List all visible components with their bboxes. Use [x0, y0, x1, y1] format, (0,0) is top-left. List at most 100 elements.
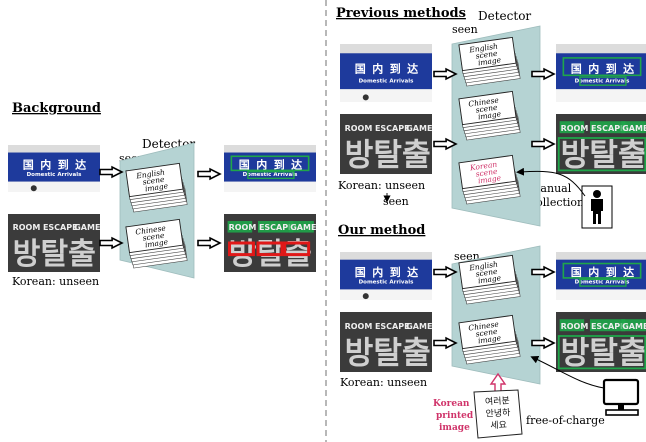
blue-sign-detected: 国内到达Domestic Arrivals: [556, 44, 646, 102]
wrong-detection-box: [256, 241, 284, 257]
chinese-char: 内: [588, 61, 599, 75]
chinese-char: 到: [606, 265, 617, 279]
word-detection-box: [621, 319, 646, 332]
chinese-char: 到: [606, 61, 617, 75]
english-word: GAME: [290, 223, 316, 232]
chinese-char: 国: [23, 159, 34, 172]
arrow-out-dark: [197, 236, 222, 250]
stack-label-line: scene: [475, 103, 498, 115]
english-word: ESCAPE: [375, 124, 410, 133]
blue-sign-detected: 国内到达Domestic Arrivals: [556, 252, 646, 300]
detector-label-prev: Detector: [478, 9, 531, 23]
monitor-stand: [618, 404, 624, 410]
blue-panel: [556, 259, 646, 290]
our-method-section: Our method seen Korean: unseen free-of-c…: [338, 223, 646, 439]
word-detection-box: [621, 121, 646, 134]
korean-sign-text: 방탈출: [345, 336, 431, 372]
korean-sign-text: 방탈출: [13, 237, 96, 272]
stack-label-line: scene: [475, 167, 498, 179]
blue-panel: [8, 152, 100, 182]
stack-label-line: image: [144, 237, 169, 249]
ceiling-strip: [340, 89, 432, 102]
stack-label-line: Chinese: [135, 223, 167, 236]
detection-box-english: [579, 278, 627, 287]
english-word: GAME: [74, 223, 100, 232]
korean-sign-text: 방탈출: [561, 138, 646, 174]
english-word: ROOM: [13, 223, 41, 232]
blue-panel: [224, 152, 316, 182]
english-sign-text: Domestic Arrivals: [243, 172, 299, 178]
blue-sign: 国内到达Domestic Arrivals: [340, 44, 432, 102]
word-detection-box: [257, 220, 294, 233]
monitor: [602, 378, 640, 406]
stack-label-line: image: [477, 173, 502, 185]
blue-panel: [340, 259, 432, 290]
korean-unseen-caption-prev: Korean: unseen: [338, 179, 425, 192]
stack-label-line: Korean: [468, 160, 497, 173]
stack-label-line: image: [477, 109, 502, 121]
arrow-in-dark-ours: [433, 336, 458, 350]
stack-label-line: image: [477, 273, 502, 285]
english-sign-text: Domestic Arrivals: [359, 280, 415, 286]
chinese-char: 国: [571, 62, 582, 75]
english-word: ESCAPE: [259, 223, 294, 232]
ceiling-strip: [556, 89, 646, 102]
word-detection-box: [589, 319, 626, 332]
arrow-out-blue-ours: [531, 265, 556, 279]
stack-top-sheet: [458, 36, 517, 72]
wrong-detection-box: [283, 241, 311, 257]
korean-detection-box: [557, 335, 646, 370]
up-arrow-korean: [489, 372, 507, 395]
stack-label-line: image: [144, 181, 169, 193]
english-word: GAME: [622, 322, 646, 331]
english-word: GAME: [622, 124, 646, 133]
korean-unseen-caption-ours: Korean: unseen: [340, 376, 427, 389]
dark-panel: [340, 312, 432, 372]
stack-label-line: English: [135, 168, 166, 181]
detection-box-chinese: [230, 155, 310, 172]
computer-icon: [602, 378, 640, 416]
chinese-char: 内: [256, 158, 267, 172]
ceiling-lamp: [30, 185, 37, 192]
dark-panel: [8, 214, 100, 272]
detection-box-english: [247, 171, 295, 180]
blue-sign: 国内到达Domestic Arrivals: [340, 252, 432, 300]
background-section: Background Detector seen Korean: unseen …: [8, 101, 316, 288]
person-body: [591, 199, 603, 224]
stack-label-line: English: [468, 42, 499, 55]
chinese-char: 国: [355, 266, 366, 279]
english-word: ESCAPE: [591, 322, 626, 331]
chinese-char: 国: [571, 266, 582, 279]
paper-text-line: 여러분: [485, 394, 510, 407]
arrow-in-blue-ours: [433, 265, 458, 279]
chinese-char: 达: [75, 158, 86, 172]
blue-panel: [556, 53, 646, 90]
word-detection-box: [589, 121, 626, 134]
stack-label-line: Chinese: [468, 95, 500, 108]
our-method-heading: Our method: [338, 223, 425, 238]
chinese-char: 内: [588, 265, 599, 279]
ceiling-strip: [224, 181, 316, 192]
stack-label-line: image: [477, 55, 502, 67]
ceiling-lamp: [362, 94, 369, 101]
previous-methods-heading: Previous methods: [336, 6, 466, 21]
english-sign-text: Domestic Arrivals: [575, 78, 631, 84]
blue-panel: [340, 53, 432, 90]
ceiling-strip: [8, 181, 100, 192]
word-detection-box: [559, 121, 585, 134]
wrong-detection-box: [228, 241, 255, 257]
korean-printed-line1: Korean: [433, 399, 470, 409]
detection-box-chinese: [562, 57, 642, 77]
chinese-char: 内: [372, 61, 383, 75]
english-sign-text: Domestic Arrivals: [575, 280, 631, 286]
chinese-char: 到: [58, 158, 69, 172]
korean-unseen-caption: Korean: unseen: [12, 275, 99, 288]
english-sign-text: Domestic Arrivals: [359, 78, 415, 84]
ceiling-strip: [340, 289, 432, 300]
korean-sign-text: 방탈출: [561, 336, 646, 372]
